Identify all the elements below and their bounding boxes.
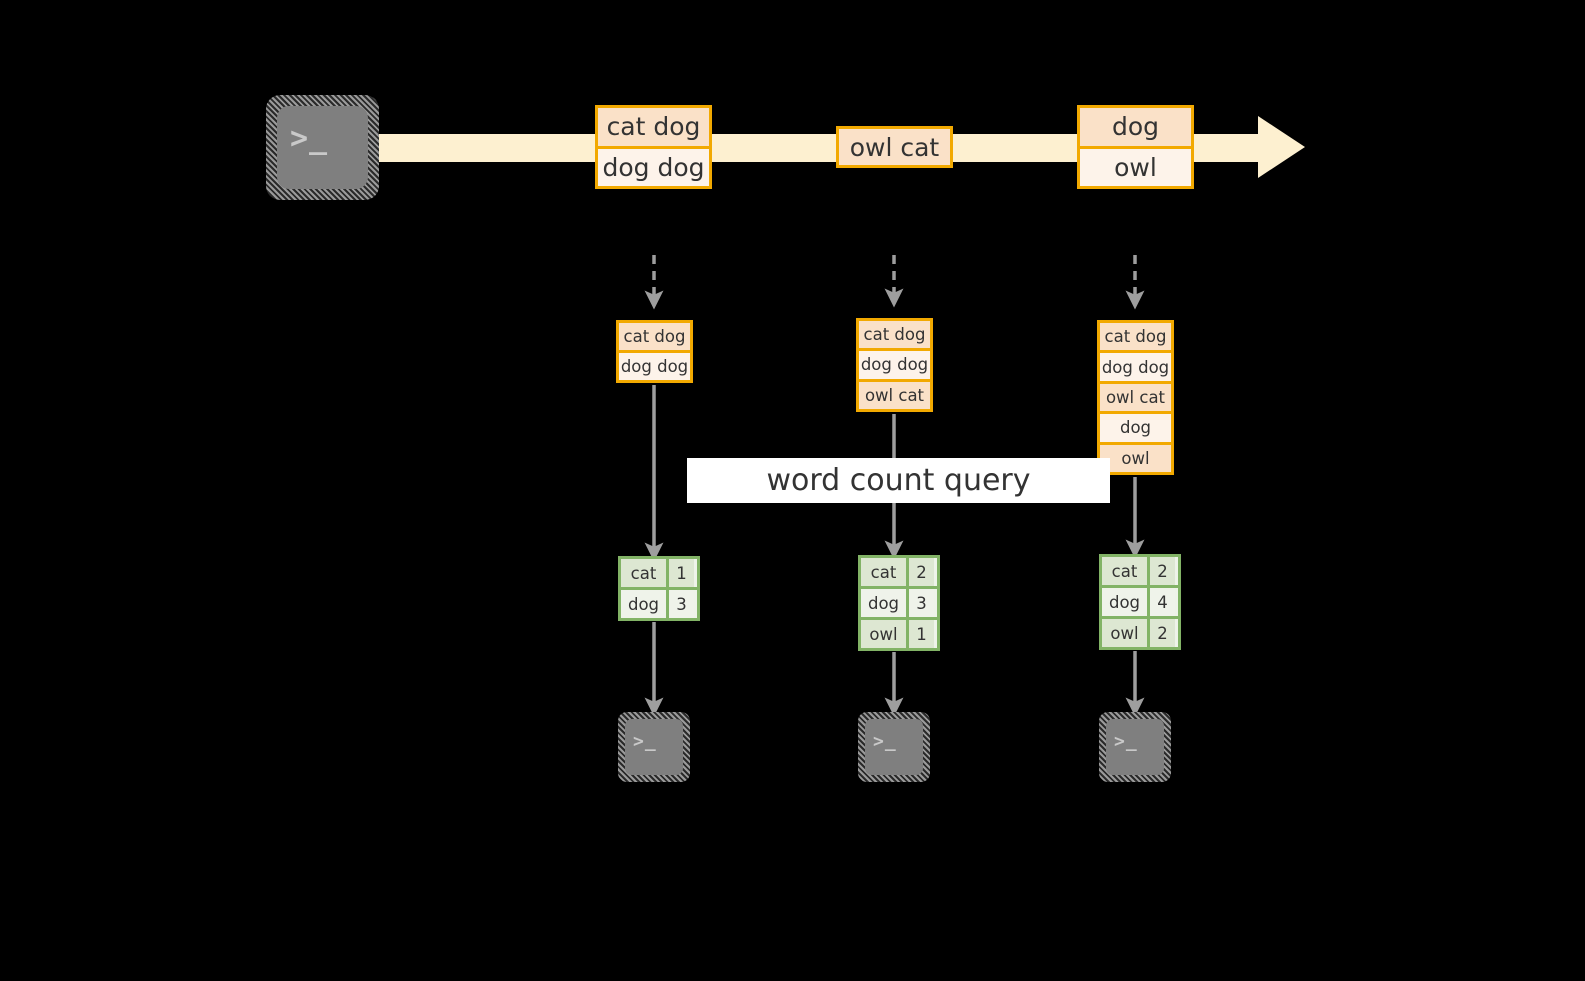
table-row: dog 3 xyxy=(621,587,697,618)
result-table-col2[interactable]: cat 2 dog 3 owl 1 xyxy=(858,555,940,651)
accumulated-line: owl xyxy=(1100,441,1171,473)
result-count: 4 xyxy=(1147,588,1175,616)
result-count: 2 xyxy=(1147,557,1175,585)
sink-terminal-icon-col1[interactable]: >_ xyxy=(618,712,690,782)
table-row: owl 2 xyxy=(1102,616,1178,647)
terminal-face xyxy=(277,106,368,189)
accumulated-line: dog dog xyxy=(619,350,690,380)
accumulated-state-col1[interactable]: cat dog dog dog xyxy=(616,320,693,383)
accumulated-line: owl cat xyxy=(1100,380,1171,412)
table-row: dog 3 xyxy=(861,586,937,617)
result-word: cat xyxy=(621,559,666,587)
table-row: cat 2 xyxy=(861,558,937,586)
accumulated-state-col3[interactable]: cat dog dog dog owl cat dog owl xyxy=(1097,320,1174,475)
result-word: dog xyxy=(621,590,666,618)
stream-batch-1[interactable]: cat dog dog dog xyxy=(595,105,712,189)
stream-batch-3-line-1: dog xyxy=(1080,108,1191,146)
result-word: cat xyxy=(861,558,906,586)
accumulated-line: owl cat xyxy=(859,378,930,409)
stream-batch-2-line-1: owl cat xyxy=(839,129,950,165)
terminal-prompt-glyph: >_ xyxy=(873,731,897,752)
result-count: 2 xyxy=(1147,619,1175,647)
terminal-prompt-glyph: >_ xyxy=(1114,731,1138,752)
stream-batch-3[interactable]: dog owl xyxy=(1077,105,1194,189)
stream-batch-1-line-2: dog dog xyxy=(598,145,709,186)
result-word: owl xyxy=(1102,619,1147,647)
stream-batch-2[interactable]: owl cat xyxy=(836,126,953,168)
result-table-col1[interactable]: cat 1 dog 3 xyxy=(618,556,700,621)
accumulated-line: dog dog xyxy=(1100,350,1171,381)
sink-terminal-icon-col3[interactable]: >_ xyxy=(1099,712,1171,782)
result-word: cat xyxy=(1102,557,1147,585)
query-label: word count query xyxy=(687,458,1110,503)
result-table-col3[interactable]: cat 2 dog 4 owl 2 xyxy=(1099,554,1181,650)
source-terminal-icon[interactable]: >_ xyxy=(266,95,379,200)
result-count: 3 xyxy=(666,590,694,618)
result-count: 2 xyxy=(906,558,934,586)
terminal-prompt-glyph: >_ xyxy=(290,121,329,156)
accumulated-line: cat dog xyxy=(1100,323,1171,351)
accumulated-line: cat dog xyxy=(859,321,930,349)
table-row: owl 1 xyxy=(861,617,937,648)
terminal-face xyxy=(625,719,683,775)
terminal-face xyxy=(1106,719,1164,775)
table-row: cat 1 xyxy=(621,559,697,587)
table-row: dog 4 xyxy=(1102,585,1178,616)
result-count: 1 xyxy=(906,620,934,648)
accumulated-line: dog xyxy=(1100,411,1171,442)
terminal-prompt-glyph: >_ xyxy=(633,731,657,752)
terminal-face xyxy=(865,719,923,775)
accumulated-line: cat dog xyxy=(619,323,690,350)
result-word: dog xyxy=(861,589,906,617)
stream-batch-1-line-1: cat dog xyxy=(598,108,709,146)
result-word: owl xyxy=(861,620,906,648)
accumulated-line: dog dog xyxy=(859,348,930,379)
result-count: 3 xyxy=(906,589,934,617)
result-count: 1 xyxy=(666,559,694,587)
accumulated-state-col2[interactable]: cat dog dog dog owl cat xyxy=(856,318,933,412)
result-word: dog xyxy=(1102,588,1147,616)
table-row: cat 2 xyxy=(1102,557,1178,585)
sink-terminal-icon-col2[interactable]: >_ xyxy=(858,712,930,782)
stream-batch-3-line-2: owl xyxy=(1080,145,1191,186)
